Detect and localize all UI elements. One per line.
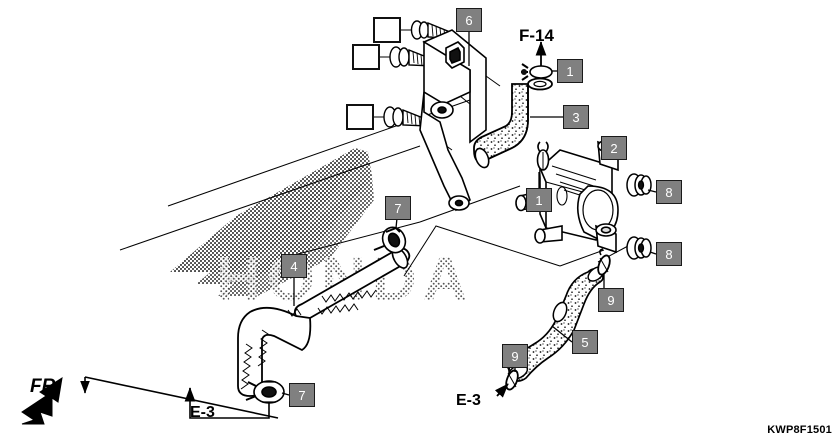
callout-9b[interactable]: 9 [502,344,528,368]
mounting-grommet-lower [626,236,652,260]
blank-callout-3[interactable] [346,104,374,130]
diagram-part-number: KWP8F1501 [767,424,832,436]
honda-watermark: HONDA [216,245,473,314]
hose-clamp-upper [373,226,407,254]
hose-clip-upper [521,63,553,81]
air-suction-hose-upper [473,77,553,169]
callout-8b[interactable]: 8 [656,242,682,266]
valve-stay-bracket [419,29,487,212]
ghost-frame-panel [170,148,374,296]
reference-arrows [80,41,547,419]
blank-callout-2[interactable] [352,44,380,70]
mounting-grommet-upper [626,173,652,197]
callout-8a[interactable]: 8 [656,180,682,204]
callout-7a[interactable]: 7 [385,196,411,220]
callout-1a[interactable]: 1 [557,59,583,83]
reference-label-e3-right[interactable]: E-3 [456,392,481,409]
hose-clip-lower [536,141,550,171]
callout-9a[interactable]: 9 [598,288,624,312]
callout-7b[interactable]: 7 [289,383,315,407]
svg-text:HONDA: HONDA [216,245,473,314]
callout-3[interactable]: 3 [563,105,589,129]
blank-callout-1[interactable] [373,17,401,43]
fr-direction-arrow [21,376,63,425]
fr-orientation-label: FR. [30,376,61,397]
callout-6[interactable]: 6 [456,8,482,32]
callout-1b[interactable]: 1 [526,188,552,212]
hose-clamp-lower [245,380,285,404]
reference-label-f14[interactable]: F-14 [519,26,554,45]
callout-4[interactable]: 4 [281,254,307,278]
air-suction-hose-lower [237,247,411,397]
callout-5[interactable]: 5 [572,330,598,354]
callout-2[interactable]: 2 [601,136,627,160]
reference-label-e3-left[interactable]: E-3 [190,404,215,421]
hose-clip-small-upper [597,248,611,276]
